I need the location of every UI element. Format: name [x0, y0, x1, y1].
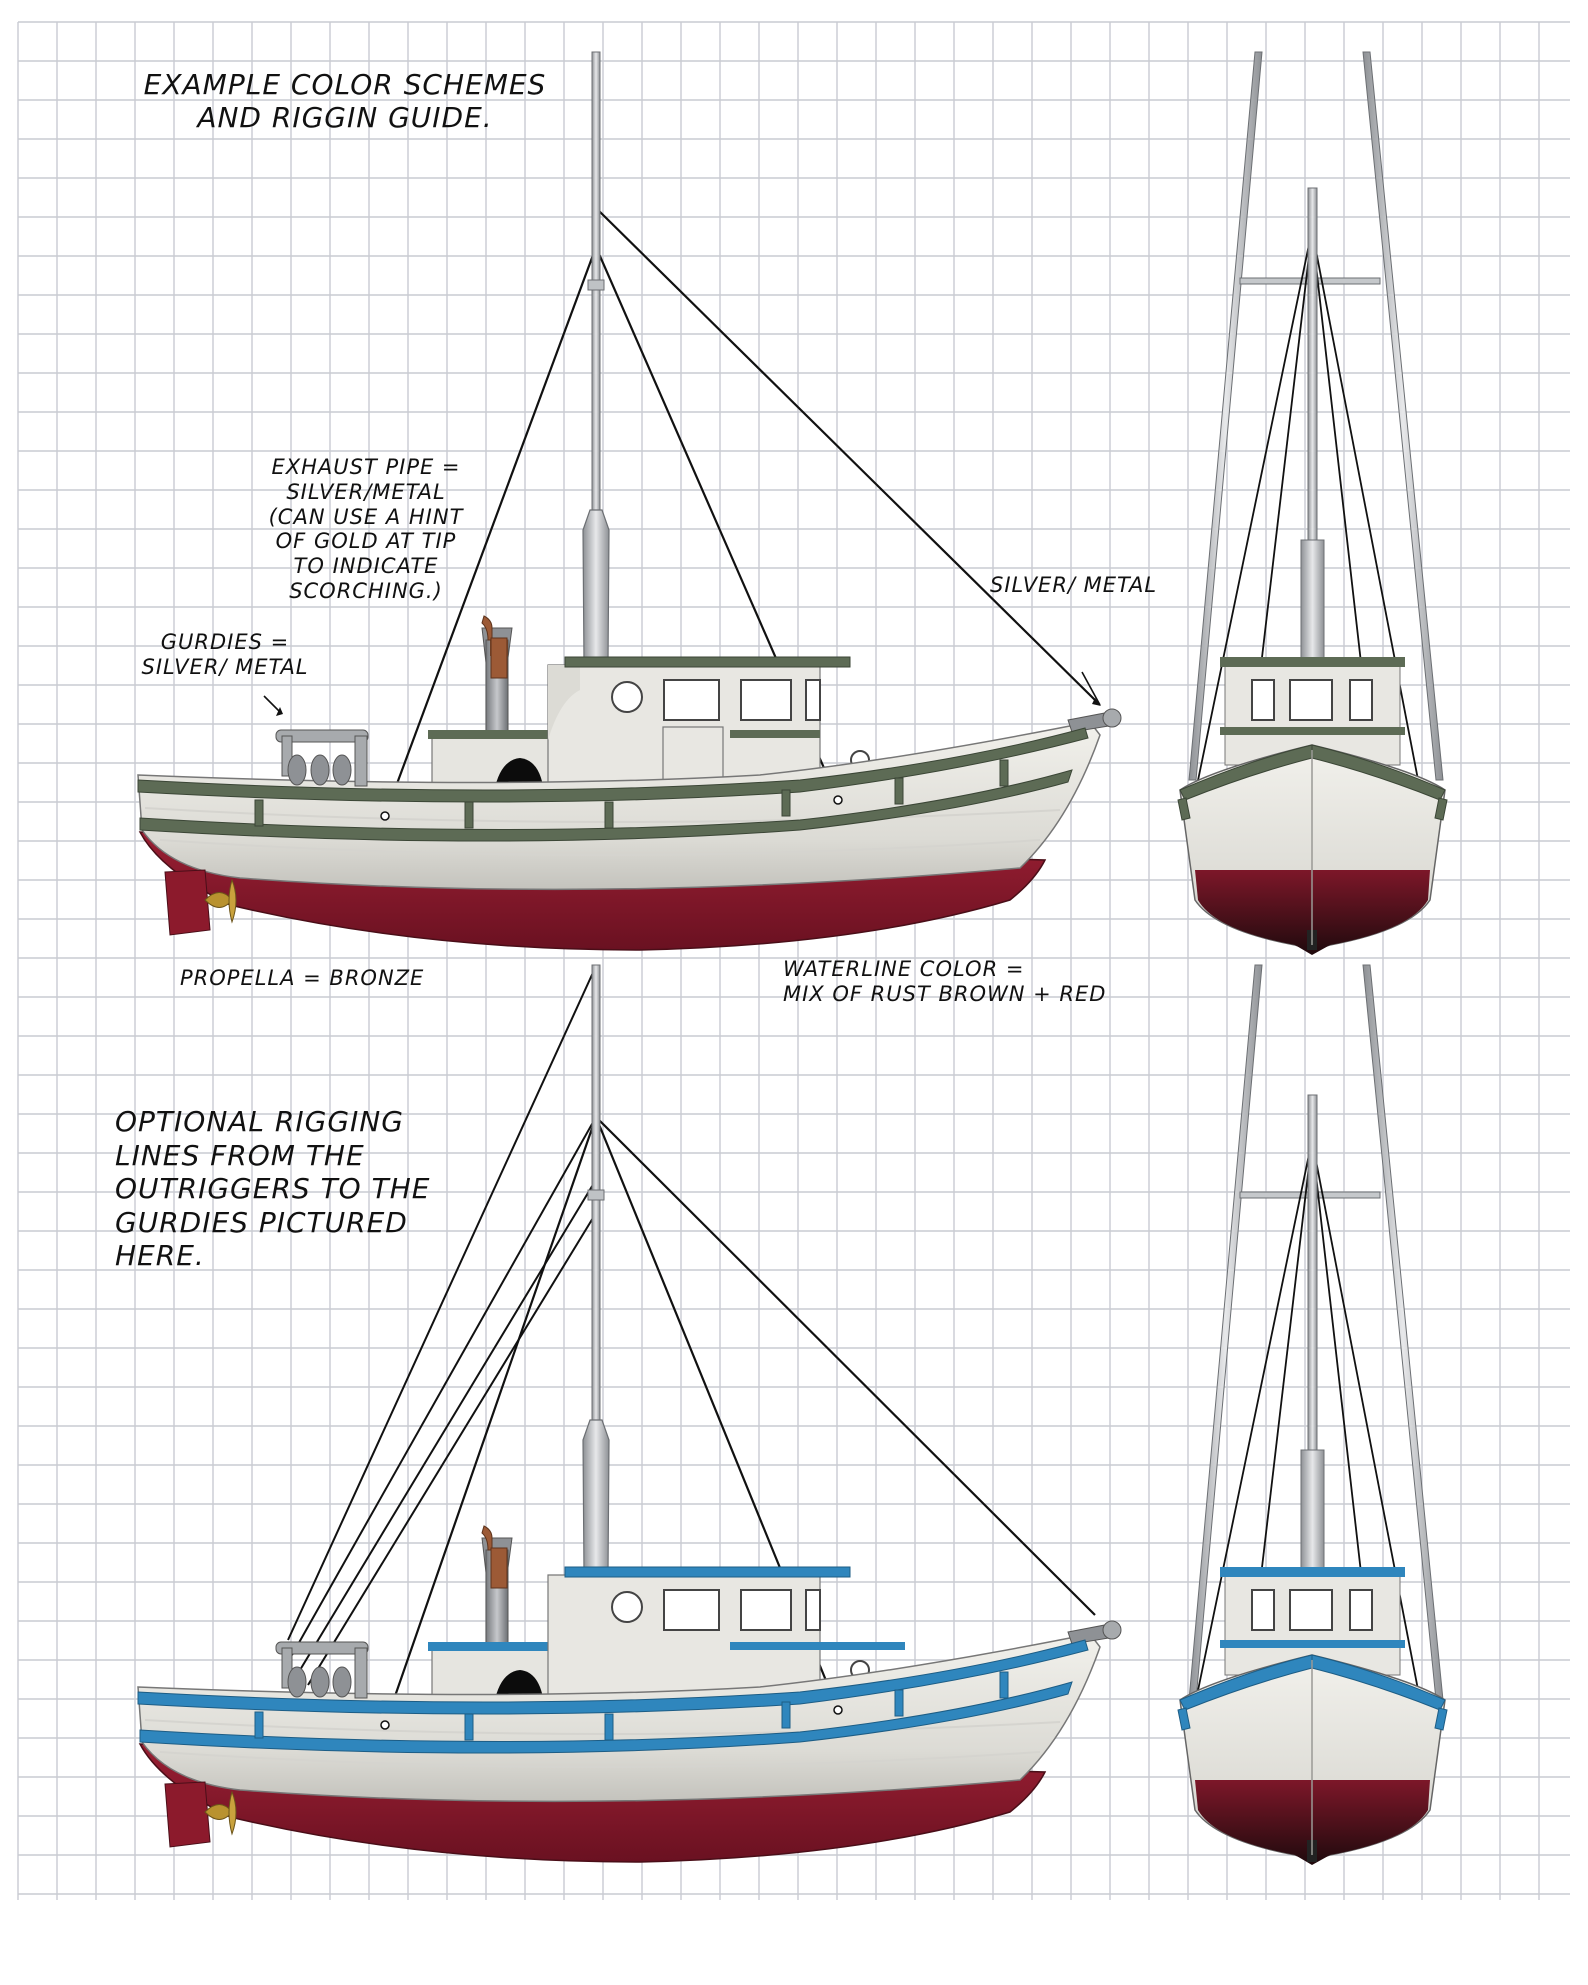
- boat-side-view-blue: [137, 964, 1122, 1863]
- exhaust-pipe-note: EXHAUST PIPE = SILVER/METAL (CAN USE A H…: [268, 455, 464, 603]
- exhaust-pipe: [481, 615, 513, 736]
- rail-trim: [137, 1639, 1089, 1754]
- gurdies-note: GURDIES = SILVER/ METAL: [141, 630, 309, 679]
- rudder-propeller: [164, 1781, 237, 1848]
- wheelhouse: [547, 1566, 905, 1703]
- gurdies: [275, 729, 369, 787]
- bow-fitting: [1067, 1620, 1122, 1645]
- hull-topsides: [137, 721, 1101, 891]
- bow-fitting-note: SILVER/ METAL: [990, 573, 1158, 597]
- bow-fitting: [1067, 708, 1122, 733]
- waterline-note: WATERLINE COLOR = MIX OF RUST BROWN + RE…: [783, 957, 1107, 1006]
- boat-front-view-blue: [1177, 964, 1448, 1865]
- hull-topsides: [137, 1633, 1101, 1803]
- propeller-note: PROPELLA = BRONZE: [180, 966, 425, 990]
- rail-trim: [137, 727, 1089, 842]
- gurdies: [275, 1641, 369, 1699]
- sheet-title: EXAMPLE COLOR SCHEMES AND RIGGIN GUIDE.: [143, 68, 547, 135]
- exhaust-pipe: [481, 1525, 513, 1646]
- optional-rigging-note: OPTIONAL RIGGING LINES FROM THE OUTRIGGE…: [115, 1105, 431, 1273]
- rudder-propeller: [164, 869, 237, 936]
- outrigger-poles: [1188, 51, 1444, 781]
- boat-side-view-green: [137, 51, 1122, 951]
- optional-rigging-lines: [287, 965, 597, 1686]
- boat-front-view-green: [1177, 51, 1448, 955]
